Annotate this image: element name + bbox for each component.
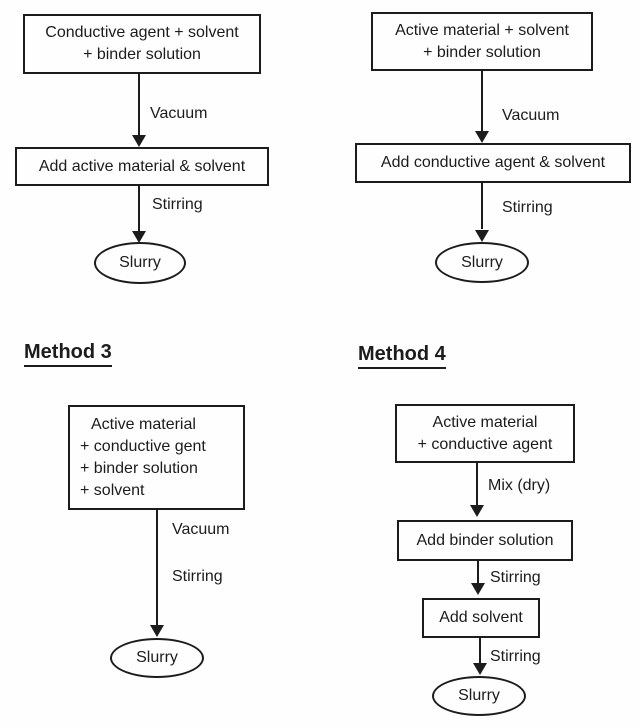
flow-arrow-line bbox=[481, 183, 483, 229]
box-text-line: Active material bbox=[91, 415, 196, 433]
box-text-line: Conductive agent + solvent bbox=[45, 24, 239, 41]
box-text-line: + binder solution bbox=[83, 46, 201, 63]
box-text-line: Add solvent bbox=[439, 609, 523, 626]
arrow-label-stirring: Stirring bbox=[490, 648, 541, 665]
arrow-label-vacuum: Vacuum bbox=[150, 105, 208, 122]
flow-arrow-line bbox=[477, 561, 479, 584]
arrow-head-icon bbox=[475, 131, 489, 143]
arrow-label-stirring: Stirring bbox=[502, 199, 553, 216]
box-text-line: + binder solution bbox=[423, 43, 541, 61]
flow-arrow-line bbox=[138, 74, 140, 136]
method4-binder-box: Add binder solution bbox=[397, 520, 573, 561]
arrow-head-icon bbox=[132, 231, 146, 243]
arrow-label-vacuum: Vacuum bbox=[172, 521, 230, 538]
method1-slurry-terminal: Slurry bbox=[94, 242, 186, 284]
flow-arrow-line bbox=[138, 186, 140, 232]
box-text-line: + solvent bbox=[80, 481, 145, 499]
arrow-label-stirring: Stirring bbox=[152, 196, 203, 213]
method3-source-box: Active material + conductive gent + bind… bbox=[68, 405, 245, 510]
arrow-head-icon bbox=[150, 625, 164, 637]
method3-slurry-terminal: Slurry bbox=[110, 638, 204, 678]
flow-arrow-line bbox=[476, 463, 478, 506]
box-text-line: Active material + solvent bbox=[395, 21, 569, 39]
method3-heading: Method 3 bbox=[24, 341, 112, 367]
box-text-line: Add binder solution bbox=[416, 531, 554, 549]
method4-solvent-box: Add solvent bbox=[422, 598, 540, 638]
box-text-line: Add conductive agent & solvent bbox=[380, 154, 606, 171]
arrow-label-vacuum: Vacuum bbox=[502, 107, 560, 124]
arrow-head-icon bbox=[471, 583, 485, 595]
method2-slurry-terminal: Slurry bbox=[435, 242, 529, 283]
box-text-line: + binder solution bbox=[80, 459, 198, 477]
method2-source-box: Active material + solvent + binder solut… bbox=[371, 12, 593, 71]
arrow-head-icon bbox=[475, 230, 489, 242]
method2-add-box: Add conductive agent & solvent bbox=[355, 143, 631, 183]
method4-source-box: Active material + conductive agent bbox=[395, 404, 575, 463]
method4-heading: Method 4 bbox=[358, 343, 446, 369]
terminal-label: Slurry bbox=[461, 253, 503, 271]
arrow-head-icon bbox=[473, 663, 487, 675]
arrow-head-icon bbox=[470, 505, 484, 517]
flow-arrow-line bbox=[479, 638, 481, 664]
arrow-label-stirring: Stirring bbox=[490, 569, 541, 586]
terminal-label: Slurry bbox=[119, 254, 161, 271]
terminal-label: Slurry bbox=[458, 687, 500, 704]
box-text-line: + conductive agent bbox=[417, 435, 553, 453]
method1-add-box: Add active material & solvent bbox=[15, 147, 269, 186]
arrow-label-mix-dry: Mix (dry) bbox=[488, 477, 551, 494]
box-text-line: + conductive gent bbox=[80, 437, 206, 455]
terminal-label: Slurry bbox=[136, 649, 178, 666]
flow-arrow-line bbox=[481, 71, 483, 132]
flow-arrow-line bbox=[156, 510, 158, 626]
method1-source-box: Conductive agent + solvent + binder solu… bbox=[23, 14, 261, 74]
box-text-line: Active material bbox=[432, 413, 538, 431]
method4-slurry-terminal: Slurry bbox=[432, 676, 526, 716]
arrow-head-icon bbox=[132, 135, 146, 147]
box-text-line: Add active material & solvent bbox=[38, 157, 246, 175]
arrow-label-stirring: Stirring bbox=[172, 568, 223, 585]
